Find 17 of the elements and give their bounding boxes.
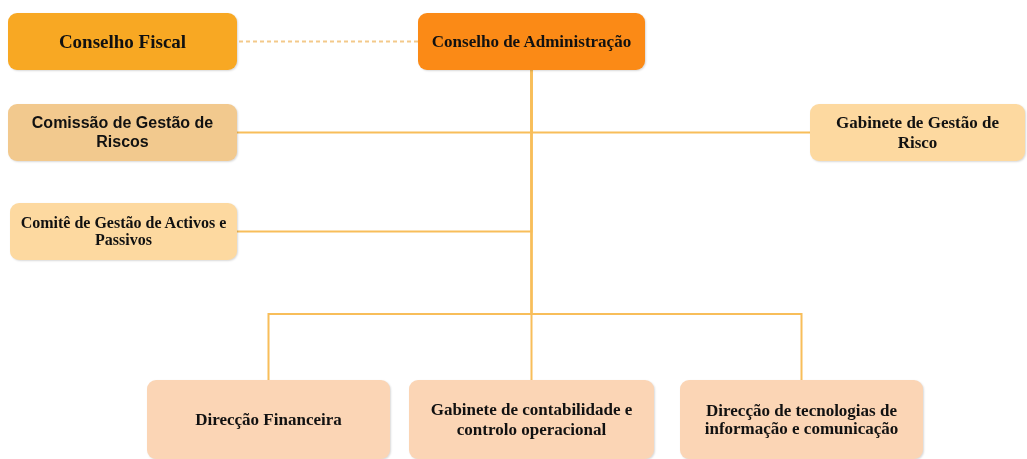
org-box (8, 13, 237, 70)
org-box (418, 13, 645, 70)
box-label: Direcção Financeira (194, 409, 343, 430)
box-label: Comitê de Gestão de Activos e Passivos (19, 214, 228, 249)
org-box (409, 380, 654, 459)
box-label: Conselho Fiscal (57, 30, 188, 53)
org-box (680, 380, 923, 459)
org-box (10, 203, 237, 260)
org-box (147, 380, 390, 459)
box-label: Gabinete de Gestão de Risco (835, 112, 1000, 153)
box-label: Comissão de Gestão de Riscos (30, 114, 215, 151)
box-label: Gabinete de contabilidade e controlo operacional (429, 399, 634, 440)
org-box (8, 104, 237, 161)
org-box (810, 104, 1025, 161)
box-label: Conselho de Administração (430, 31, 633, 52)
dashed-connector (236, 40, 419, 43)
box-label: Direcção de tecnologias de informação e comunicação (703, 401, 900, 438)
